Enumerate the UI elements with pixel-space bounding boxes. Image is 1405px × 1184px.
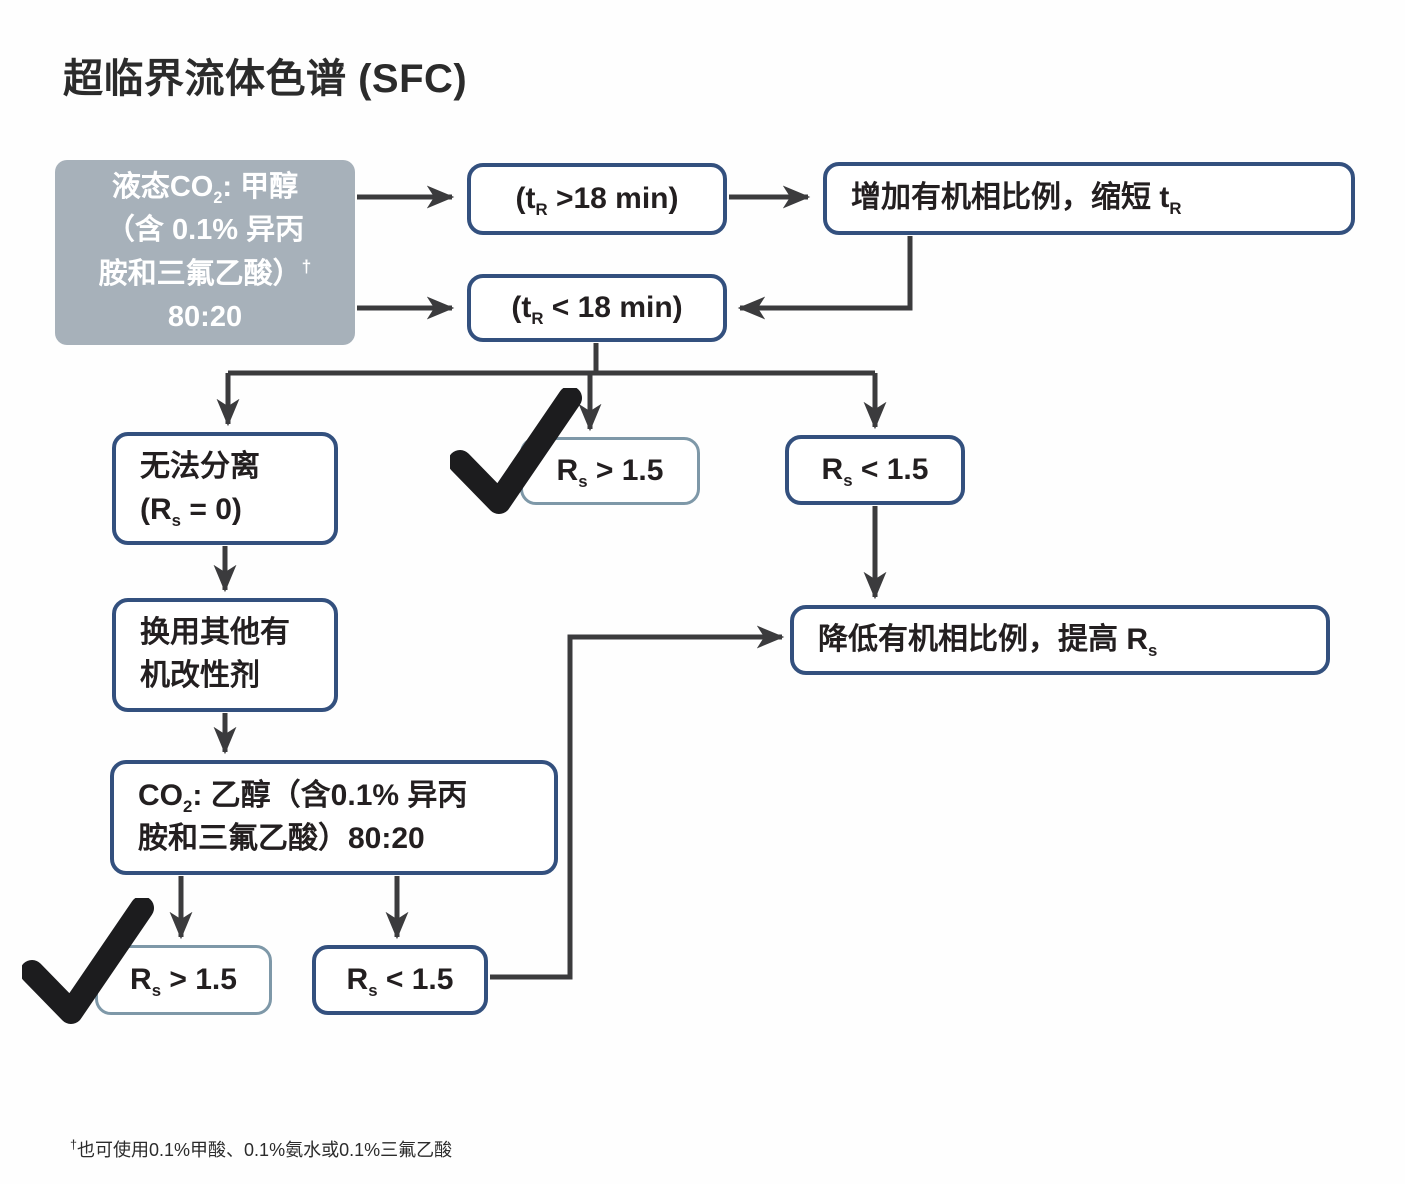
node-tr-gt-18min: (tR >18 min) [467, 163, 727, 235]
node-rs-gt-1-5-bottom: Rs > 1.5 [95, 945, 272, 1015]
node-tr-lt-18min: (tR < 18 min) [467, 274, 727, 342]
checkmark-icon [22, 898, 154, 1024]
arrow-increase-to-trlt18 [737, 236, 913, 320]
node-rs-lt-1-5-bottom: Rs < 1.5 [312, 945, 488, 1015]
page-title: 超临界流体色谱 (SFC) [63, 57, 468, 101]
node-change-modifier: 换用其他有 机改性剂 [112, 598, 338, 712]
footnote: †也可使用0.1%甲酸、0.1%氨水或0.1%三氟乙酸 [70, 1138, 453, 1160]
arrow-rslt15bot-to-reduce [490, 625, 785, 980]
node-no-separation: 无法分离 (Rs = 0) [112, 432, 338, 545]
node-rs-lt-1-5-mid: Rs < 1.5 [785, 435, 965, 505]
node-co2-ethanol: CO2: 乙醇（含0.1% 异丙 胺和三氟乙酸）80:20 [110, 760, 558, 875]
node-start-mobile-phase: 液态CO2: 甲醇 （含 0.1% 异丙 胺和三氟乙酸）† 80:20 [55, 160, 355, 345]
node-reduce-organic: 降低有机相比例，提高 Rs [790, 605, 1330, 675]
checkmark-icon [450, 388, 582, 514]
node-increase-organic: 增加有机相比例，缩短 tR [823, 162, 1355, 235]
